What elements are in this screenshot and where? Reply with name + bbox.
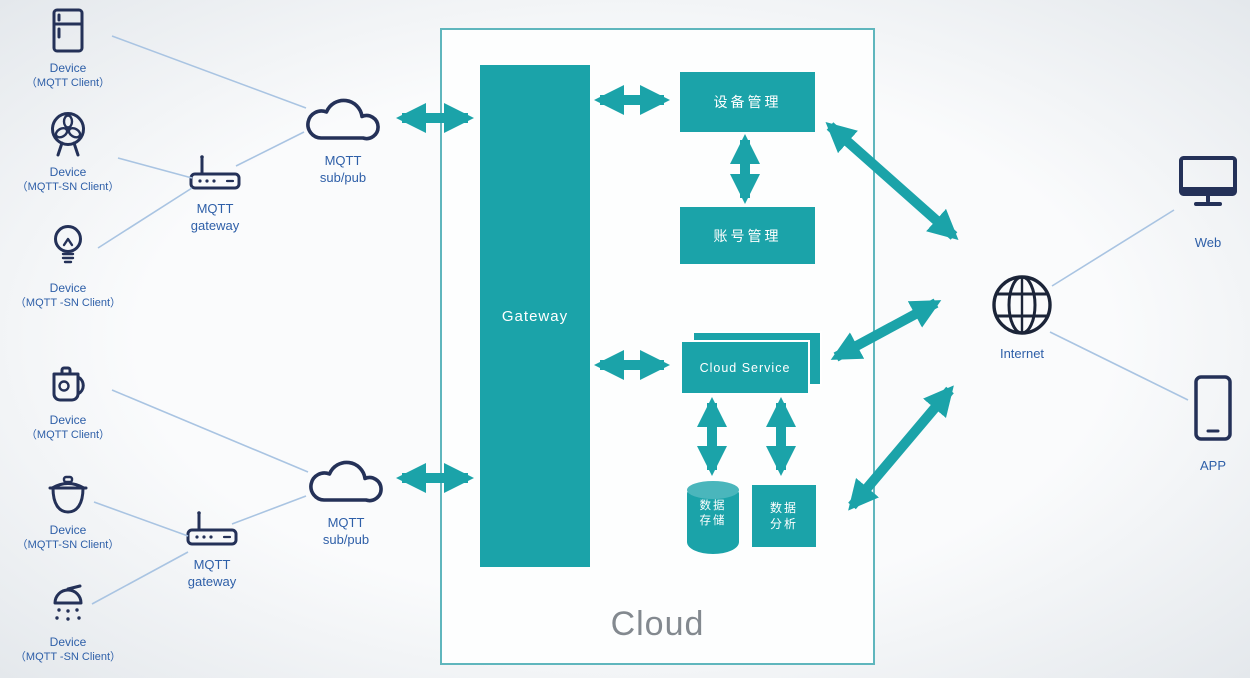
data-analysis-line1: 数据 xyxy=(769,500,798,515)
mqtt-cloud-top: MQTT sub/pub xyxy=(283,88,403,187)
device-label: Device xyxy=(49,281,87,295)
device-bulb: Device （MQTT -SN Client） xyxy=(0,224,143,310)
device-type-label: （MQTT -SN Client） xyxy=(14,651,122,664)
device-label: Device xyxy=(49,165,87,179)
device-type-label: （MQTT-SN Client） xyxy=(16,181,120,194)
mqtt-gateway-bottom: MQTT gateway xyxy=(152,508,272,591)
account-management-box: 账号管理 xyxy=(680,207,815,264)
gateway-block: Gateway xyxy=(480,65,590,567)
shower-icon xyxy=(53,584,83,621)
fan-icon xyxy=(51,112,85,157)
cloud-label-line2: sub/pub xyxy=(322,532,370,548)
device-label: Device xyxy=(49,413,87,427)
cloud-panel-title: Cloud xyxy=(610,605,705,643)
device-fridge: Device （MQTT Client） xyxy=(0,8,143,90)
data-analysis-box: 数据 分析 xyxy=(752,485,816,547)
data-storage-cylinder: 数据 存储 xyxy=(687,481,739,554)
device-management-box: 设备管理 xyxy=(680,72,815,132)
app-node: APP xyxy=(1163,374,1250,475)
globe-icon xyxy=(992,275,1052,335)
cloud-service-label: Cloud Service xyxy=(699,360,791,375)
app-label: APP xyxy=(1199,458,1226,473)
device-type-label: （MQTT -SN Client） xyxy=(14,297,122,310)
device-management-label: 设备管理 xyxy=(713,94,782,110)
mqtt-cloud-bottom: MQTT sub/pub xyxy=(286,450,406,549)
lightbulb-icon xyxy=(54,225,82,264)
cloud-icon xyxy=(306,98,380,141)
fridge-icon xyxy=(52,8,84,53)
web-label: Web xyxy=(1194,235,1222,250)
internet-label: Internet xyxy=(999,346,1045,361)
data-storage-line2: 存储 xyxy=(699,514,727,527)
device-fan: Device （MQTT-SN Client） xyxy=(0,110,143,194)
cloud-service-box: Cloud Service xyxy=(680,340,810,395)
gateway-block-label: Gateway xyxy=(501,307,569,325)
device-label: Device xyxy=(49,635,87,649)
router-icon xyxy=(189,155,241,190)
device-pot: Device （MQTT-SN Client） xyxy=(0,474,143,552)
account-management-label: 账号管理 xyxy=(713,227,782,244)
data-storage-line1: 数据 xyxy=(699,500,727,512)
device-type-label: （MQTT Client） xyxy=(25,77,111,90)
phone-icon xyxy=(1194,375,1232,441)
data-analysis-line2: 分析 xyxy=(769,517,798,531)
internet-node: Internet xyxy=(972,272,1072,363)
device-shower: Device （MQTT -SN Client） xyxy=(0,584,143,664)
kettle-icon xyxy=(52,366,85,402)
router-icon xyxy=(186,511,238,546)
device-label: Device xyxy=(49,61,87,75)
gateway-label-line1: MQTT xyxy=(193,557,231,572)
cloud-icon xyxy=(309,460,383,503)
cloud-label-line1: MQTT xyxy=(327,515,365,530)
monitor-icon xyxy=(1179,156,1237,206)
cloud-panel: Gateway 设备管理 账号管理 Cloud Service 数据 存储 数据… xyxy=(440,28,875,665)
cloud-label-line2: sub/pub xyxy=(319,170,367,186)
web-node: Web xyxy=(1158,155,1250,252)
cloud-label-line1: MQTT xyxy=(324,153,362,168)
gateway-label-line2: gateway xyxy=(190,218,240,234)
gateway-label-line1: MQTT xyxy=(196,201,234,216)
gateway-label-line2: gateway xyxy=(187,574,237,590)
pot-icon xyxy=(48,475,88,514)
device-type-label: （MQTT Client） xyxy=(25,429,111,442)
mqtt-gateway-top: MQTT gateway xyxy=(155,152,275,235)
device-kettle: Device （MQTT Client） xyxy=(0,358,143,442)
device-type-label: （MQTT-SN Client） xyxy=(16,539,120,552)
device-label: Device xyxy=(49,523,87,537)
